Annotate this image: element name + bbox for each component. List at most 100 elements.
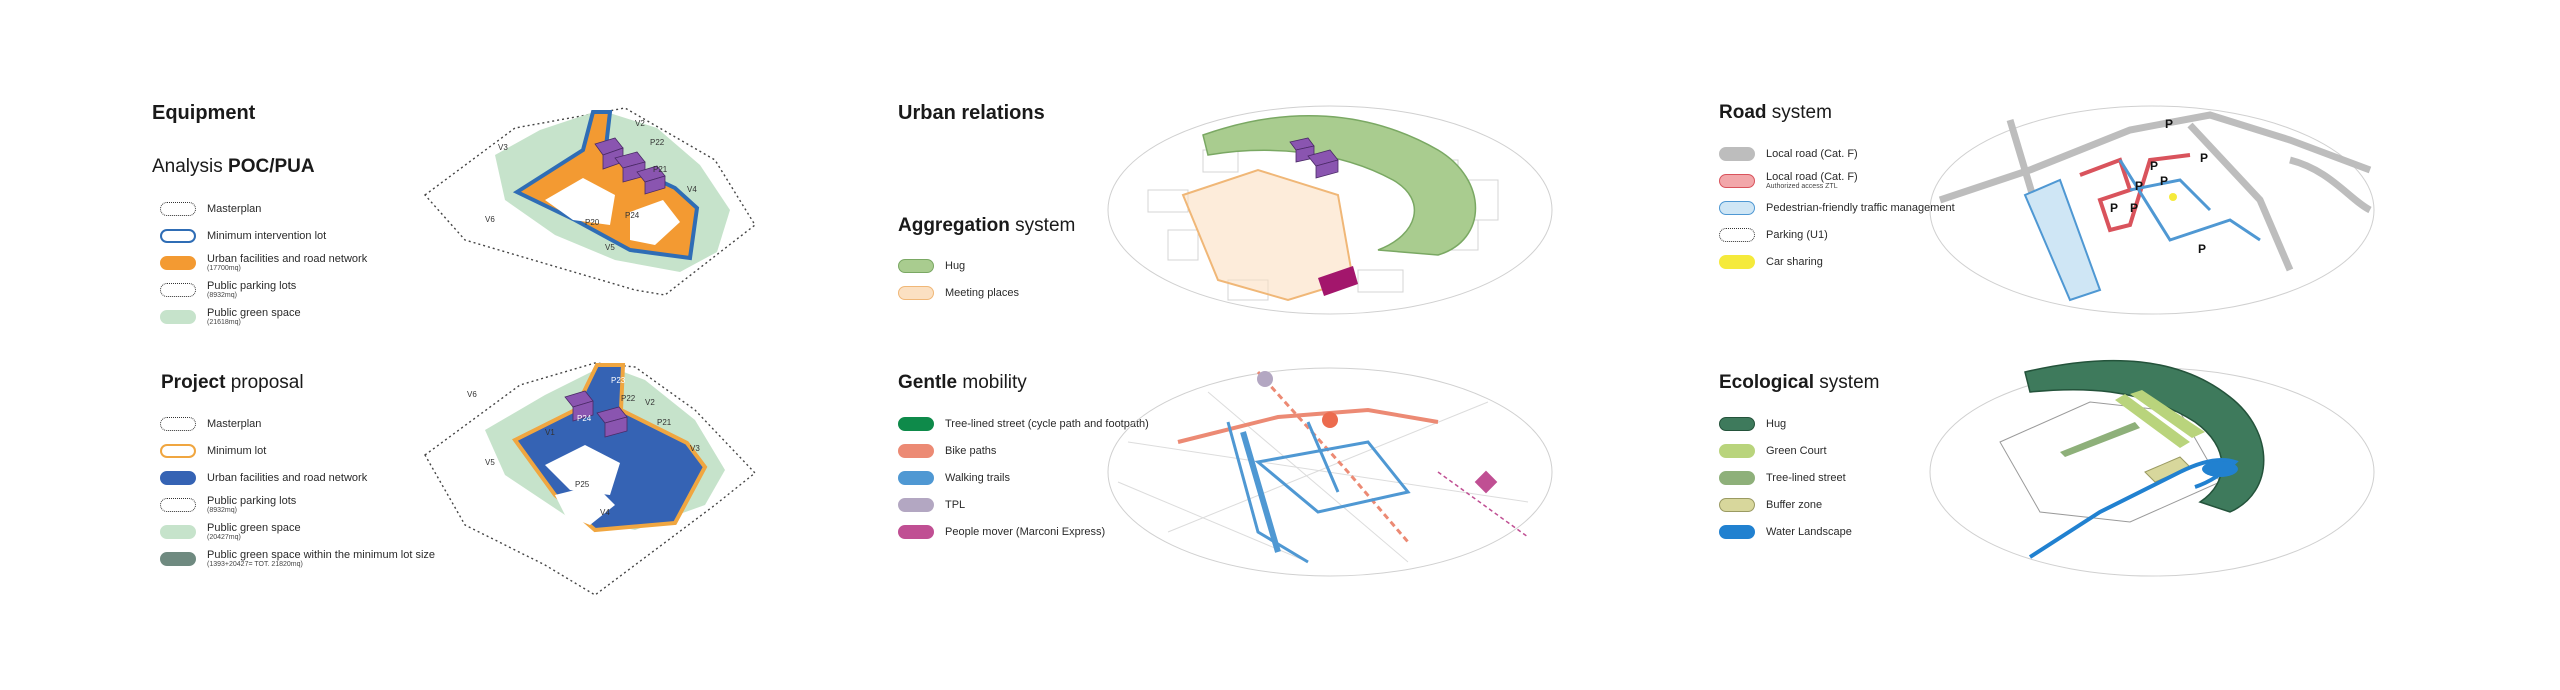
mobility-title: Gentle mobility [898,372,1027,393]
map2-label-v6: V6 [467,390,477,399]
legend-label: Parking (U1) [1766,228,1828,241]
parking-mark: P [2130,201,2138,215]
legend-label: Bike paths [945,444,997,457]
legend-label: Minimum lot [207,444,267,457]
legend-swatch [898,443,934,458]
parking-mark: P [2165,117,2173,131]
legend-label: Green Court [1766,444,1827,457]
legend-swatch [1719,254,1755,269]
people-mover-line [1437,471,1529,538]
masterplan-outline [423,107,756,296]
map1-label-p20: P20 [585,218,600,227]
urban-relations-heading: Urban relations [898,102,1045,124]
car-sharing-marker [2169,193,2177,201]
legend-label: Tree-lined street [1766,471,1846,484]
map2-label-p23: P23 [611,376,626,385]
legend-item: TPL [898,491,1149,518]
legend-swatch [898,470,934,485]
map2-label-v2: V2 [645,398,655,407]
legend-note: (1393+20427= TOT. 21820mq) [207,560,303,568]
legend-swatch [160,309,196,324]
legend-label: Walking trails [945,471,1010,484]
map2-label-p25: P25 [575,480,590,489]
open-lot-1 [545,445,620,495]
legend-item: Bike paths [898,437,1149,464]
legend-item: Tree-lined street [1719,464,1852,491]
open-lot-2 [630,200,680,245]
legend-label: Public green space within the minimum lo… [207,548,436,568]
map1-label-p21: P21 [653,165,668,174]
map2-label-v4: V4 [600,508,610,517]
pedestrian-zone [2023,178,2102,302]
legend-swatch [898,258,934,273]
open-lot-2 [555,485,615,525]
legend-item: Public green space(21618mq) [160,303,367,330]
analysis-map: V2 P22 V3 P21 V4 P20 P24 V5 V6 [423,107,756,296]
legend-item: Buffer zone [1719,491,1852,518]
legend-item: Hug [1719,410,1852,437]
legend-item: Water Landscape [1719,518,1852,545]
context-ellipse [1107,105,1553,315]
legend-swatch [1719,227,1755,242]
legend-swatch [160,201,196,216]
building-block [564,390,628,438]
map1-label-p24: P24 [625,211,640,220]
mobility-legend: Tree-lined street (cycle path and footpa… [898,410,1149,545]
legend-swatch [160,551,196,566]
tree-lined-street [2060,422,2140,457]
legend-swatch [898,416,934,431]
legend-label: Public parking lots(8932mq) [207,494,297,514]
legend-item: Hug [898,252,1019,279]
legend-swatch [160,416,196,431]
legend-item: Local road (Cat. F) [1719,140,1955,167]
legend-swatch [1719,443,1755,458]
masterplan-outline [424,362,757,596]
parking-mark: P [2160,174,2168,188]
map1-label-v5: V5 [605,243,615,252]
legend-label: Masterplan [207,417,262,430]
legend-item: Public parking lots(8932mq) [160,276,367,303]
people-mover-marker [1474,470,1498,494]
building-block [594,137,666,195]
legend-label: People mover (Marconi Express) [945,525,1106,538]
legend-note: (8932mq) [207,291,237,299]
legend-item: Green Court [1719,437,1852,464]
parking-mark: P [2198,242,2206,256]
legend-note: Authorized access ZTL [1766,182,1838,190]
legend-label: Public parking lots(8932mq) [207,279,297,299]
parking-mark: P [2200,151,2208,165]
legend-swatch [160,470,196,485]
legend-label: Meeting places [945,286,1019,299]
bike-path-2 [1256,370,1410,543]
legend-swatch [160,497,196,512]
legend-item: Car sharing [1719,248,1955,275]
legend-label: Urban facilities and road network(17700m… [207,252,368,272]
legend-label: Minimum intervention lot [207,229,327,242]
tree-lined-street [1240,431,1281,553]
legend-item: Meeting places [898,279,1019,306]
map2-label-v3: V3 [690,444,700,453]
bike-marker [1322,412,1338,428]
legend-label: TPL [945,498,966,511]
legend-item: Parking (U1) [1719,221,1955,248]
water-pond [2202,461,2238,477]
legend-note: (8932mq) [207,506,237,514]
legend-swatch [160,255,196,270]
hug-band [2024,359,2265,513]
legend-swatch [1719,173,1755,188]
pedestrian-path [2118,159,2261,242]
legend-item: Masterplan [160,195,367,222]
water-landscape [2028,458,2239,559]
legend-label: Hug [945,259,966,272]
legend-label: Urban facilities and road network [207,471,368,484]
legend-swatch [898,497,934,512]
legend-item: Public green space within the minimum lo… [160,545,435,572]
map1-label-v6: V6 [485,215,495,224]
legend-swatch [1719,497,1755,512]
legend-label: Water Landscape [1766,525,1852,538]
legend-item: Tree-lined street (cycle path and footpa… [898,410,1149,437]
legend-item: Urban facilities and road network [160,464,435,491]
